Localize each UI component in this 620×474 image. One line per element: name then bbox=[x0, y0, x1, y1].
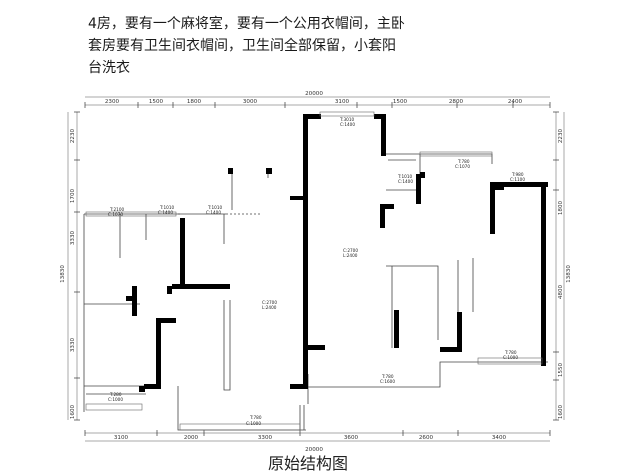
svg-text:C:1400: C:1400 bbox=[398, 179, 413, 184]
dim-left-5: 1600 bbox=[70, 404, 76, 419]
dim-right-2: 1800 bbox=[558, 200, 564, 215]
svg-text:T:280: T:280 bbox=[109, 392, 122, 397]
dimension-ticks bbox=[74, 102, 559, 436]
dim-top-1: 2300 bbox=[105, 99, 120, 105]
svg-text:C:1000: C:1000 bbox=[503, 355, 518, 360]
svg-text:T:980: T:980 bbox=[511, 172, 524, 177]
dim-bottom-3: 3300 bbox=[258, 435, 273, 441]
svg-text:L:2400: L:2400 bbox=[262, 305, 277, 310]
dim-right-4: 1550 bbox=[558, 362, 564, 377]
requirements-line-2: 套房要有卫生间衣帽间，卫生间全部保留，小套阳 bbox=[88, 38, 396, 54]
dim-right-3: 4800 bbox=[558, 284, 564, 299]
dim-top-3: 1800 bbox=[187, 99, 202, 105]
svg-text:C:1400: C:1400 bbox=[340, 122, 355, 127]
svg-text:T:3010: T:3010 bbox=[339, 117, 355, 122]
dim-top-4: 3000 bbox=[243, 99, 258, 105]
dim-right-1: 2230 bbox=[558, 128, 564, 143]
requirements-line-1: 4房，要有一个麻将室，要有一个公用衣帽间，主卧 bbox=[88, 16, 405, 32]
dim-bottom-4: 3600 bbox=[344, 435, 359, 441]
svg-text:C:1070: C:1070 bbox=[455, 164, 470, 169]
svg-text:C:1400: C:1400 bbox=[158, 210, 173, 215]
svg-text:T:780: T:780 bbox=[381, 374, 394, 379]
svg-text:C:1000: C:1000 bbox=[108, 397, 123, 402]
svg-text:T:1010: T:1010 bbox=[159, 205, 175, 210]
dim-left-3: 3330 bbox=[70, 230, 76, 245]
dim-top-2: 1500 bbox=[149, 99, 164, 105]
dim-left-2: 1700 bbox=[70, 188, 76, 203]
plan-caption: 原始结构图 bbox=[268, 454, 349, 473]
svg-text:C:2700: C:2700 bbox=[343, 248, 358, 253]
svg-text:T:1010: T:1010 bbox=[207, 205, 223, 210]
svg-text:C:1100: C:1100 bbox=[510, 177, 525, 182]
svg-text:T:780: T:780 bbox=[457, 159, 470, 164]
dim-left-4: 3330 bbox=[70, 337, 76, 352]
svg-text:T:780: T:780 bbox=[504, 350, 517, 355]
dim-top-7: 2800 bbox=[449, 99, 464, 105]
dim-bottom-1: 3100 bbox=[114, 435, 129, 441]
dim-top-total: 20000 bbox=[305, 91, 323, 97]
dim-bottom-2: 2000 bbox=[184, 435, 199, 441]
dimension-lines bbox=[67, 96, 565, 442]
dim-right-5: 1600 bbox=[558, 404, 564, 419]
dim-bottom-total: 20000 bbox=[305, 447, 323, 453]
dim-top-8: 2400 bbox=[508, 99, 523, 105]
dim-bottom-5: 2600 bbox=[419, 435, 434, 441]
svg-text:C:1600: C:1600 bbox=[380, 379, 395, 384]
structural-walls bbox=[126, 114, 548, 392]
dim-top-6: 1500 bbox=[393, 99, 408, 105]
dim-left-total: 13830 bbox=[60, 265, 66, 283]
svg-text:T:780: T:780 bbox=[249, 415, 262, 420]
dim-bottom-6: 3400 bbox=[492, 435, 507, 441]
svg-text:C:1400: C:1400 bbox=[206, 210, 221, 215]
thin-walls bbox=[83, 153, 548, 431]
svg-text:L:2400: L:2400 bbox=[343, 253, 358, 258]
dim-top-5: 3100 bbox=[335, 99, 350, 105]
requirements-text: 4房，要有一个麻将室，要有一个公用衣帽间，主卧 套房要有卫生间衣帽间，卫生间全部… bbox=[88, 13, 418, 79]
svg-text:C:1070: C:1070 bbox=[108, 212, 123, 217]
dim-right-total: 13830 bbox=[566, 265, 572, 283]
svg-text:T:2100: T:2100 bbox=[109, 207, 125, 212]
requirements-line-3: 台洗衣 bbox=[88, 60, 130, 76]
svg-text:T:1010: T:1010 bbox=[397, 174, 413, 179]
window-marks bbox=[85, 111, 543, 431]
svg-text:C:1000: C:1000 bbox=[246, 421, 261, 426]
dim-left-1: 2230 bbox=[70, 128, 76, 143]
svg-text:C:2700: C:2700 bbox=[262, 300, 277, 305]
